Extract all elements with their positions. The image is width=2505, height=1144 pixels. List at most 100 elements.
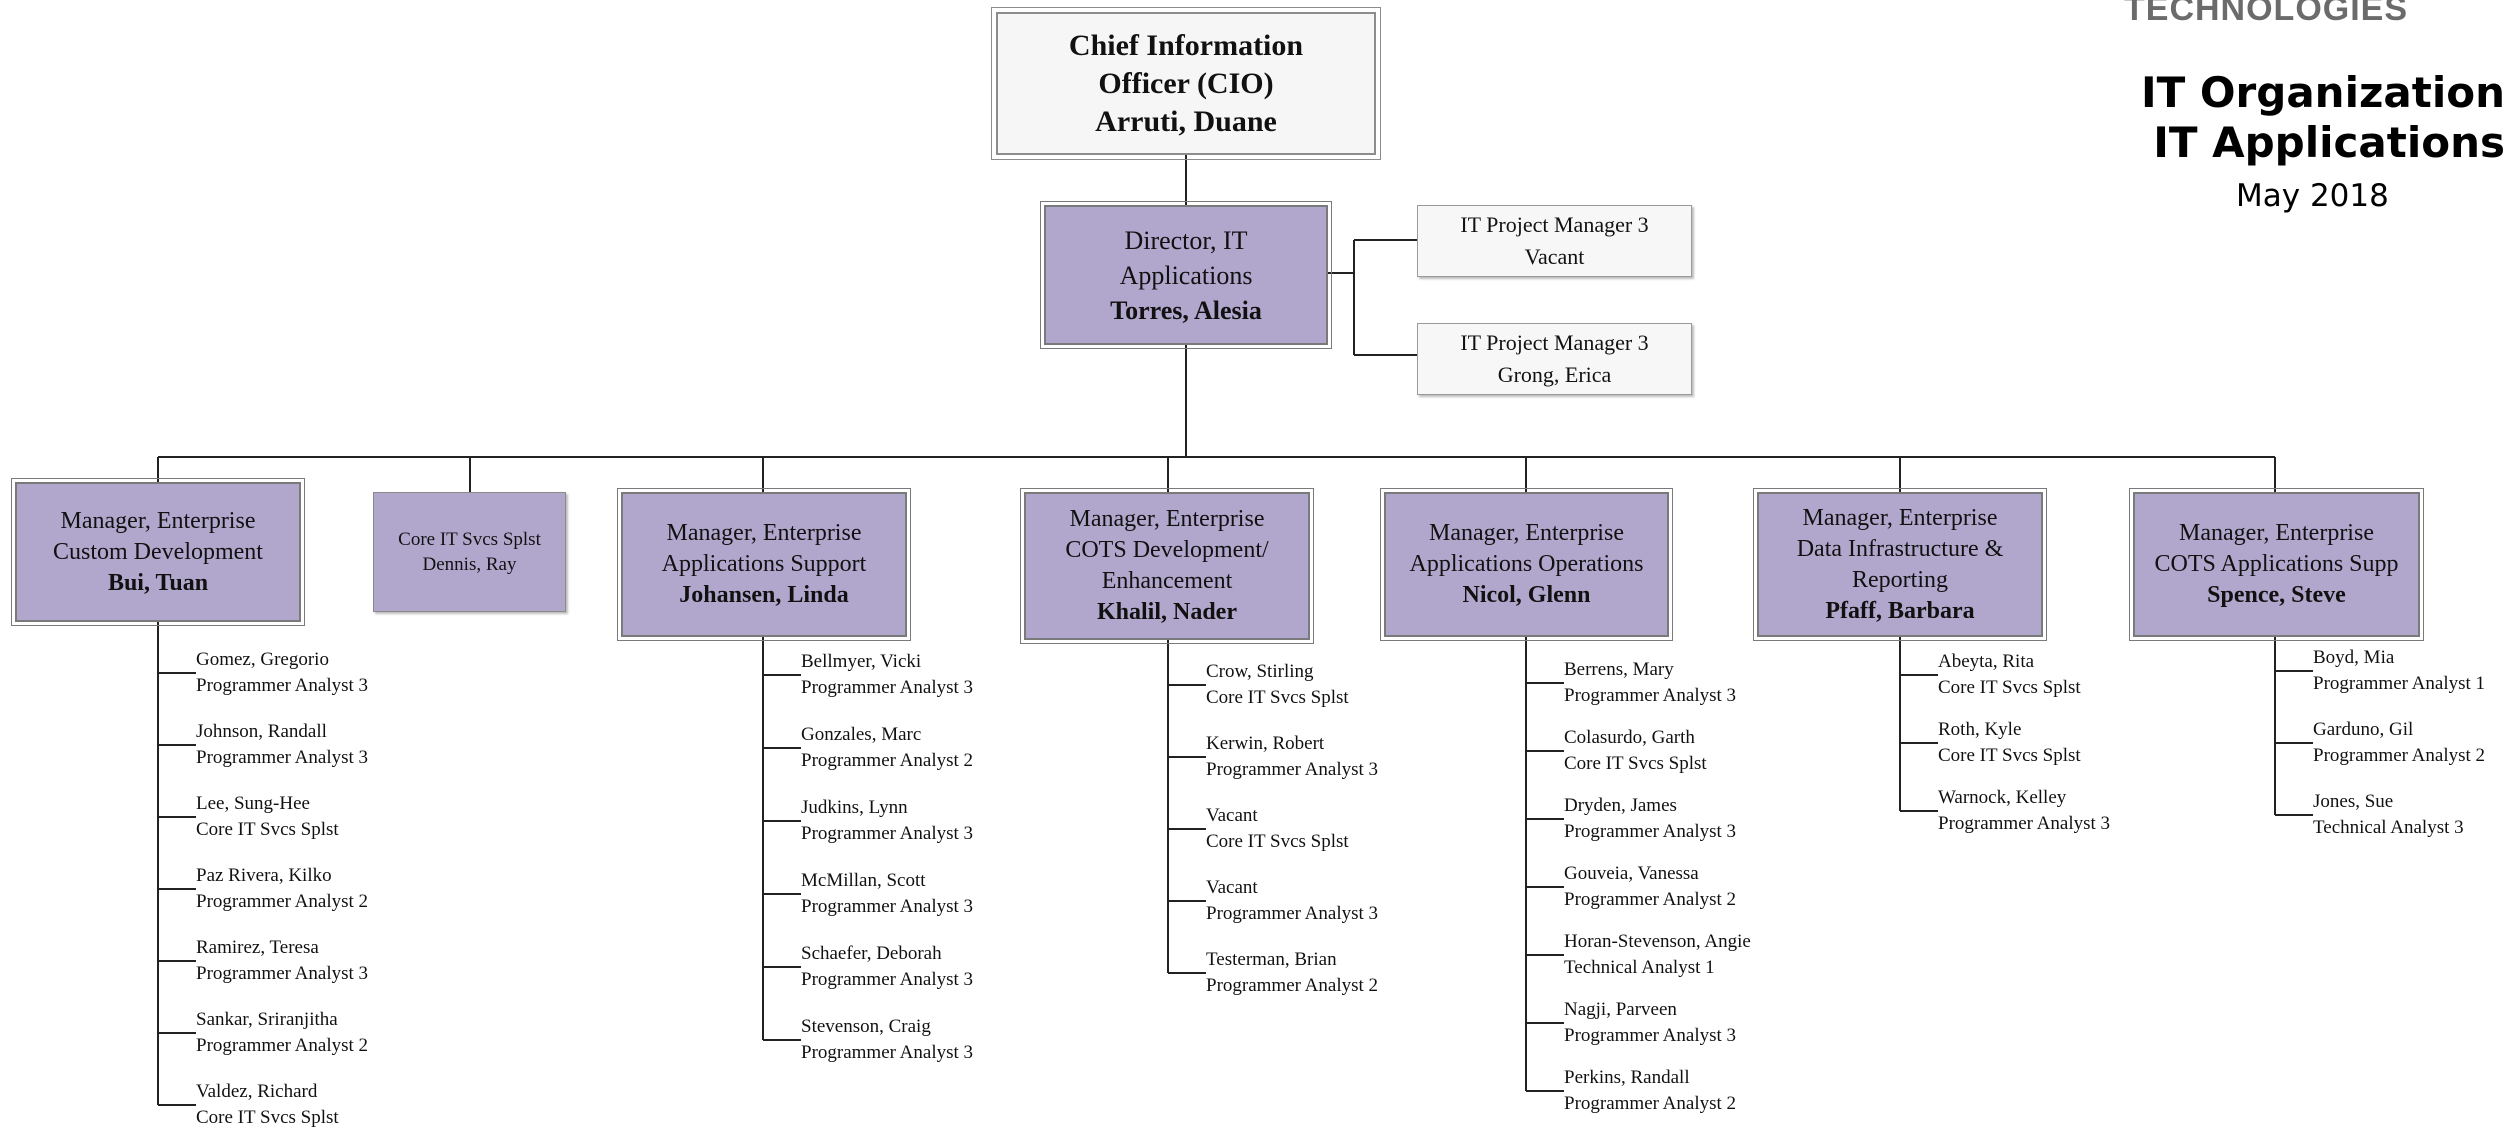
staff-title: Programmer Analyst 3 [801,1042,974,1063]
staff-title: Programmer Analyst 2 [2313,745,2486,766]
staff-title: Programmer Analyst 2 [196,891,369,912]
manager-name: Bui, Tuan [107,569,209,596]
project-manager-box: IT Project Manager 3 Grong, Erica [1417,323,1692,395]
staff-name: Stevenson, Craig [801,1016,931,1037]
manager-title-line: Manager, Enterprise [1069,506,1265,532]
staff-name: Gomez, Gregorio [196,649,329,670]
company-logo-text: TECHNOLOGIES [2124,0,2409,28]
staff-title: Programmer Analyst 3 [1938,813,2111,834]
project-manager-title: IT Project Manager 3 [1460,212,1649,237]
staff-name: Gouveia, Vanessa [1564,863,1699,884]
staff-name: Berrens, Mary [1564,659,1674,680]
staff-name: Horan-Stevenson, Angie [1564,931,1751,952]
manager-title-line: Data Infrastructure & [1796,535,2004,562]
staff-title: Programmer Analyst 1 [2313,673,2486,694]
staff-title: Programmer Analyst 2 [801,750,974,771]
manager-title-line: Manager, Enterprise [60,507,256,534]
manager-name: Nicol, Glenn [1462,582,1591,608]
staff-name: Valdez, Richard [196,1081,318,1102]
staff-title: Core IT Svcs Splst [1206,831,1349,852]
staff-title: Core IT Svcs Splst [196,1107,339,1128]
staff-title: Programmer Analyst 3 [1206,903,1379,924]
manager-title-line: Reporting [1852,566,1948,593]
manager-title-line: Enhancement [1101,568,1233,594]
staff-title: Programmer Analyst 3 [801,896,974,917]
staff-title: Core IT Svcs Splst [1938,745,2081,766]
staff-name: Kerwin, Robert [1206,733,1325,754]
manager-title-line: Manager, Enterprise [1802,504,1998,531]
staff-name: Gonzales, Marc [801,724,922,745]
specialist-name: Dennis, Ray [422,554,517,575]
cio-title-line1: Chief Information [1068,28,1304,62]
cio-box: Chief Information Officer (CIO) Arruti, … [991,7,1381,160]
staff-title: Core IT Svcs Splst [196,819,339,840]
cio-name: Arruti, Duane [1095,104,1277,138]
staff-name: Ramirez, Teresa [196,937,319,958]
director-box: Director, IT Applications Torres, Alesia [1040,201,1332,349]
staff-title: Programmer Analyst 3 [196,747,369,768]
staff-title: Core IT Svcs Splst [1564,753,1707,774]
cio-title-line2: Officer (CIO) [1098,66,1274,100]
manager-title-line: Manager, Enterprise [666,520,862,546]
staff-name: Paz Rivera, Kilko [196,865,332,886]
staff-title: Programmer Analyst 3 [196,963,369,984]
staff-name: Perkins, Randall [1564,1067,1690,1088]
manager-title-line: Applications Operations [1409,551,1644,577]
manager-title-line: Manager, Enterprise [2179,520,2374,546]
staff-title: Technical Analyst 1 [1564,957,1715,978]
staff-name: Testerman, Brian [1206,949,1337,970]
staff-name: Nagji, Parveen [1564,999,1677,1020]
staff-name: McMillan, Scott [801,870,926,891]
project-manager-box: IT Project Manager 3 Vacant [1417,205,1692,277]
staff-title: Technical Analyst 3 [2313,817,2464,838]
manager-title-line: Applications Support [661,551,867,577]
staff-title: Programmer Analyst 2 [1564,1093,1737,1114]
manager-name: Johansen, Linda [679,582,849,608]
staff-title: Programmer Analyst 2 [1206,975,1379,996]
staff-name: Bellmyer, Vicki [801,651,922,672]
manager-title-line: COTS Applications Supp [2154,551,2399,577]
staff-name: Roth, Kyle [1938,719,2022,740]
staff-title: Programmer Analyst 3 [801,677,974,698]
staff-name: Judkins, Lynn [801,797,908,818]
staff-title: Programmer Analyst 3 [1564,685,1737,706]
project-manager-title: IT Project Manager 3 [1460,330,1649,355]
manager-title-line: Manager, Enterprise [1429,520,1624,546]
staff-name: Crow, Stirling [1206,661,1314,682]
staff-title: Programmer Analyst 2 [196,1035,369,1056]
staff-name: Vacant [1206,805,1258,826]
staff-name: Boyd, Mia [2313,647,2395,668]
staff-name: Jones, Sue [2313,791,2394,812]
project-manager-name: Grong, Erica [1497,362,1612,387]
staff-name: Lee, Sung-Hee [196,793,310,814]
specialist-title: Core IT Svcs Splst [398,529,541,550]
manager-name: Khalil, Nader [1096,599,1237,625]
staff-title: Programmer Analyst 3 [1564,821,1737,842]
chart-title: IT Organization [2140,68,2505,117]
staff-name: Abeyta, Rita [1938,651,2035,672]
staff-title: Programmer Analyst 3 [801,969,974,990]
